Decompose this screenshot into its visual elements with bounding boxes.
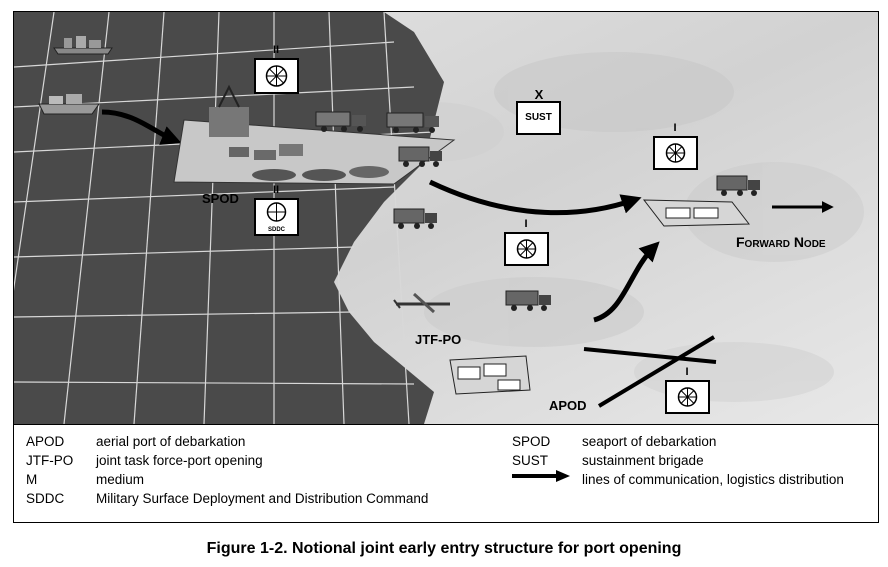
tanker-truck-icon bbox=[315, 111, 366, 132]
loc-arrow-spod-to-node bbox=[428, 179, 642, 216]
legend: APOD aerial port of debarkation JTF-PO j… bbox=[14, 424, 878, 522]
tanker-truck-icon bbox=[386, 112, 439, 133]
legend-definition: aerial port of debarkation bbox=[96, 434, 246, 449]
sddc-box-label: SDDC bbox=[267, 227, 285, 233]
legend-definition: medium bbox=[96, 472, 145, 487]
spod-port-icon bbox=[173, 84, 456, 185]
legend-definition: seaport of debarkation bbox=[582, 434, 717, 449]
wheel-icon bbox=[516, 239, 537, 259]
wheel-icon bbox=[677, 387, 698, 407]
unit-symbol-apod-company bbox=[665, 380, 710, 414]
ship-icon bbox=[53, 36, 113, 55]
loc-arrow-apod-to-node bbox=[593, 241, 660, 323]
aircraft-icon bbox=[393, 292, 450, 314]
unit-symbol-jtfpo-company bbox=[504, 232, 549, 266]
forward-node-icon bbox=[642, 199, 751, 227]
wheel-icon bbox=[665, 143, 686, 163]
unit-symbol-spod-battalion bbox=[254, 58, 299, 94]
figure-frame: II SDDC II SUST X I I I SPOD JTF-PO APOD… bbox=[13, 11, 879, 523]
jtfpo-label: JTF-PO bbox=[415, 332, 462, 347]
cargo-truck-icon bbox=[398, 146, 442, 167]
unit-symbol-sddc: SDDC bbox=[254, 198, 299, 236]
figure-caption: Figure 1-2. Notional joint early entry s… bbox=[206, 540, 682, 557]
runway-line bbox=[583, 347, 717, 364]
echelon-marker: X bbox=[534, 87, 544, 102]
apod-label: APOD bbox=[549, 398, 587, 413]
sea-route-arrow bbox=[101, 109, 182, 145]
legend-definition: sustainment brigade bbox=[582, 453, 704, 468]
diagram-scene: II SDDC II SUST X I I I SPOD JTF-PO APOD… bbox=[14, 12, 878, 425]
echelon-marker: I bbox=[524, 218, 528, 230]
cargo-truck-icon bbox=[716, 175, 760, 196]
legend-abbr: SPOD bbox=[512, 434, 551, 449]
sust-box-label: SUST bbox=[525, 112, 552, 123]
legend-abbr: M bbox=[26, 472, 38, 487]
echelon-marker: II bbox=[272, 184, 280, 196]
cargo-truck-icon bbox=[505, 290, 551, 311]
forward-node-label: Forward Node bbox=[736, 234, 826, 250]
spod-label: SPOD bbox=[202, 191, 239, 206]
legend-definition: joint task force-port opening bbox=[96, 453, 263, 468]
legend-definition: Military Surface Deployment and Distribu… bbox=[96, 491, 429, 506]
legend-abbr: JTF-PO bbox=[26, 453, 74, 468]
loc-arrow-legend-icon bbox=[512, 470, 570, 482]
legend-abbr: SUST bbox=[512, 453, 549, 468]
echelon-marker: II bbox=[272, 44, 280, 56]
echelon-marker: I bbox=[685, 366, 689, 378]
legend-abbr: SDDC bbox=[26, 491, 65, 506]
runway-line bbox=[597, 335, 716, 408]
wheel-icon bbox=[265, 65, 288, 87]
unit-symbol-sust: SUST bbox=[516, 101, 561, 135]
apod-airfield-icon bbox=[449, 355, 531, 395]
echelon-marker: I bbox=[673, 122, 677, 134]
wheel-icon bbox=[266, 202, 287, 222]
legend-definition: lines of communication, logistics distri… bbox=[582, 472, 844, 487]
unit-symbol-node-company bbox=[653, 136, 698, 170]
legend-abbr: APOD bbox=[26, 434, 65, 449]
cargo-truck-icon bbox=[393, 208, 437, 229]
scene-graphic bbox=[14, 12, 878, 425]
cargo-ship-icon bbox=[38, 94, 100, 115]
